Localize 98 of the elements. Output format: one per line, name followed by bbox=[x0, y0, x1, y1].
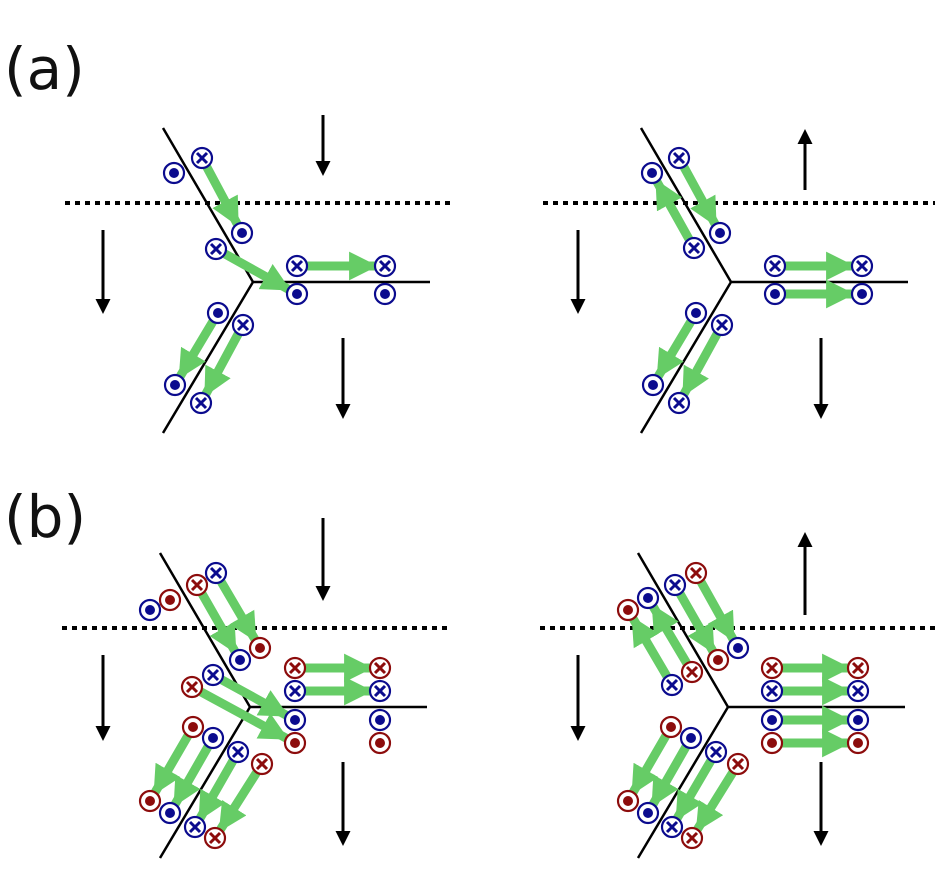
dot-symbol bbox=[640, 162, 664, 184]
dot-symbol bbox=[846, 708, 870, 732]
cross-symbol bbox=[726, 752, 750, 776]
cross-symbol bbox=[668, 392, 690, 414]
cross-symbol bbox=[226, 740, 250, 764]
dot-symbol bbox=[286, 282, 308, 306]
cross-symbol bbox=[850, 254, 874, 278]
dot-symbol bbox=[706, 648, 730, 672]
flow-arrow bbox=[217, 579, 259, 642]
cross-symbol bbox=[704, 740, 728, 764]
dot-symbol bbox=[162, 162, 186, 184]
dot-symbol bbox=[660, 716, 682, 738]
cross-symbol bbox=[368, 680, 392, 702]
dot-symbol bbox=[164, 374, 186, 396]
cross-symbol bbox=[660, 674, 684, 696]
dot-symbol bbox=[764, 282, 786, 306]
cross-symbol bbox=[760, 656, 784, 680]
dot-symbol bbox=[850, 282, 874, 306]
flow-arrow bbox=[202, 332, 242, 397]
cross-symbol bbox=[190, 392, 212, 414]
dot-symbol bbox=[616, 790, 640, 812]
flow-arrow bbox=[196, 758, 237, 821]
flow-arrow bbox=[680, 332, 722, 397]
flow-arrow bbox=[198, 591, 239, 654]
cross-symbol bbox=[368, 656, 392, 680]
dot-symbol bbox=[374, 282, 396, 306]
flow-arrow bbox=[673, 758, 715, 821]
dot-symbol bbox=[368, 732, 392, 754]
cross-symbol bbox=[664, 574, 686, 596]
dot-symbol bbox=[230, 222, 254, 244]
cross-symbol bbox=[374, 254, 396, 278]
dot-symbol bbox=[726, 636, 750, 660]
dot-symbol bbox=[642, 374, 664, 396]
cross-symbol bbox=[202, 664, 224, 686]
cross-symbol bbox=[204, 826, 226, 850]
dot-symbol bbox=[680, 726, 702, 750]
dot-symbol bbox=[708, 222, 732, 244]
dot-symbol bbox=[182, 716, 204, 738]
panel-label: (a) bbox=[4, 40, 85, 98]
flow-arrow bbox=[680, 164, 720, 227]
cross-symbol bbox=[760, 680, 784, 702]
cross-symbol bbox=[180, 676, 204, 698]
dot-symbol bbox=[248, 636, 272, 660]
cross-symbol bbox=[710, 314, 734, 336]
cross-symbol bbox=[846, 656, 870, 680]
cross-symbol bbox=[764, 254, 786, 278]
flow-arrow bbox=[676, 591, 717, 654]
flow-arrow bbox=[198, 688, 289, 742]
flow-arrow bbox=[693, 770, 737, 832]
cross-symbol bbox=[284, 656, 306, 680]
cross-symbol bbox=[204, 238, 228, 260]
flow-arrow bbox=[649, 744, 690, 807]
cross-symbol bbox=[250, 752, 274, 776]
dot-symbol bbox=[138, 790, 162, 812]
cross-symbol bbox=[184, 816, 206, 838]
cross-symbol bbox=[682, 236, 706, 260]
cross-symbol bbox=[680, 660, 704, 684]
cross-symbol bbox=[204, 562, 228, 584]
cross-symbol bbox=[190, 146, 214, 170]
dot-symbol bbox=[684, 302, 708, 324]
dot-symbol bbox=[228, 648, 252, 672]
flow-arrow bbox=[629, 616, 671, 679]
flow-arrow bbox=[176, 319, 217, 379]
dot-symbol bbox=[616, 598, 640, 622]
dot-symbol bbox=[636, 586, 660, 610]
flow-arrow bbox=[222, 250, 291, 294]
cross-symbol bbox=[186, 574, 208, 596]
flow-arrow bbox=[629, 733, 670, 795]
dot-symbol bbox=[760, 708, 784, 732]
dot-symbol bbox=[846, 732, 870, 754]
dot-symbol bbox=[158, 802, 182, 824]
dot-symbol bbox=[202, 726, 224, 750]
flow-arrow bbox=[202, 164, 242, 227]
cross-symbol bbox=[680, 826, 704, 850]
panel-label: (b) bbox=[4, 488, 86, 546]
flow-arrow bbox=[220, 676, 289, 720]
cross-symbol bbox=[668, 146, 690, 170]
flow-arrow bbox=[649, 604, 691, 666]
cross-symbol bbox=[846, 680, 870, 702]
dot-symbol bbox=[284, 732, 306, 754]
flow-arrow bbox=[654, 319, 695, 379]
flow-arrow bbox=[151, 733, 192, 795]
flow-arrow bbox=[171, 744, 212, 807]
cross-symbol bbox=[232, 314, 254, 336]
cross-symbol bbox=[286, 254, 308, 278]
flow-arrow bbox=[652, 179, 694, 242]
flow-arrow bbox=[216, 770, 260, 832]
cross-symbol bbox=[660, 816, 684, 838]
dot-symbol bbox=[636, 802, 660, 824]
dot-symbol bbox=[284, 708, 306, 732]
dot-symbol bbox=[760, 732, 784, 754]
dot-symbol bbox=[368, 708, 392, 732]
cross-symbol bbox=[684, 562, 708, 584]
dot-symbol bbox=[138, 598, 162, 622]
cross-symbol bbox=[284, 680, 306, 702]
dot-symbol bbox=[206, 302, 230, 324]
dot-symbol bbox=[158, 588, 182, 612]
flow-arrow bbox=[696, 580, 738, 642]
